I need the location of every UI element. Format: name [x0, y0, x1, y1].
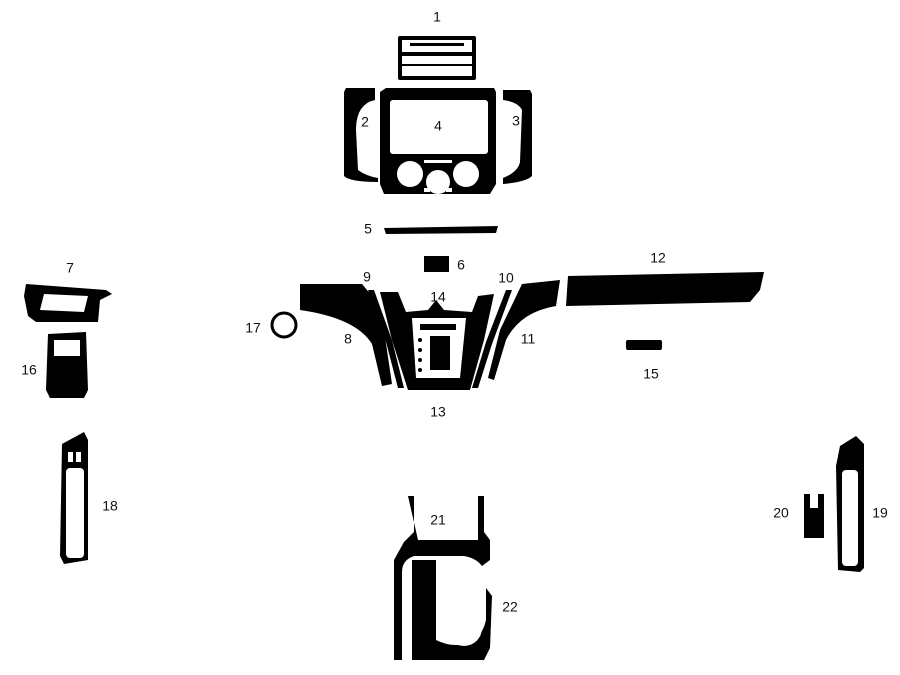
piece-2: [344, 88, 378, 182]
piece-21-22: [394, 496, 492, 660]
label-6: 6: [457, 257, 465, 273]
label-18: 18: [102, 498, 118, 514]
piece-10: [472, 290, 512, 388]
piece-18: [60, 432, 88, 564]
piece-20: [804, 494, 824, 538]
label-17: 17: [245, 320, 261, 336]
piece-9: [368, 290, 404, 388]
label-15: 15: [643, 366, 659, 382]
label-19: 19: [872, 505, 888, 521]
label-11: 11: [521, 331, 536, 347]
piece-3: [503, 90, 532, 184]
label-4: 4: [434, 118, 442, 134]
label-13: 13: [430, 404, 446, 420]
label-1: 1: [433, 9, 441, 25]
label-20: 20: [773, 505, 789, 521]
piece-19: [836, 436, 864, 572]
label-21: 21: [430, 512, 446, 528]
label-2: 2: [361, 114, 369, 130]
label-10: 10: [498, 270, 514, 286]
label-9: 9: [363, 269, 371, 285]
label-3: 3: [512, 113, 520, 129]
piece-8: [300, 284, 392, 386]
label-5: 5: [364, 221, 372, 237]
piece-13-14: [380, 292, 494, 390]
piece-11: [488, 280, 560, 380]
label-8: 8: [344, 331, 352, 347]
piece-16: [46, 332, 88, 398]
label-7: 7: [66, 260, 74, 276]
label-12: 12: [650, 250, 666, 266]
piece-15: [626, 340, 662, 350]
piece-1: [398, 36, 476, 80]
piece-12: [566, 272, 764, 306]
label-14: 14: [430, 289, 446, 305]
label-22: 22: [502, 599, 518, 615]
piece-17: [270, 311, 298, 339]
piece-5: [384, 226, 498, 234]
piece-4: [380, 88, 496, 194]
piece-7: [24, 284, 112, 322]
piece-6: [424, 256, 449, 272]
label-16: 16: [21, 362, 37, 378]
